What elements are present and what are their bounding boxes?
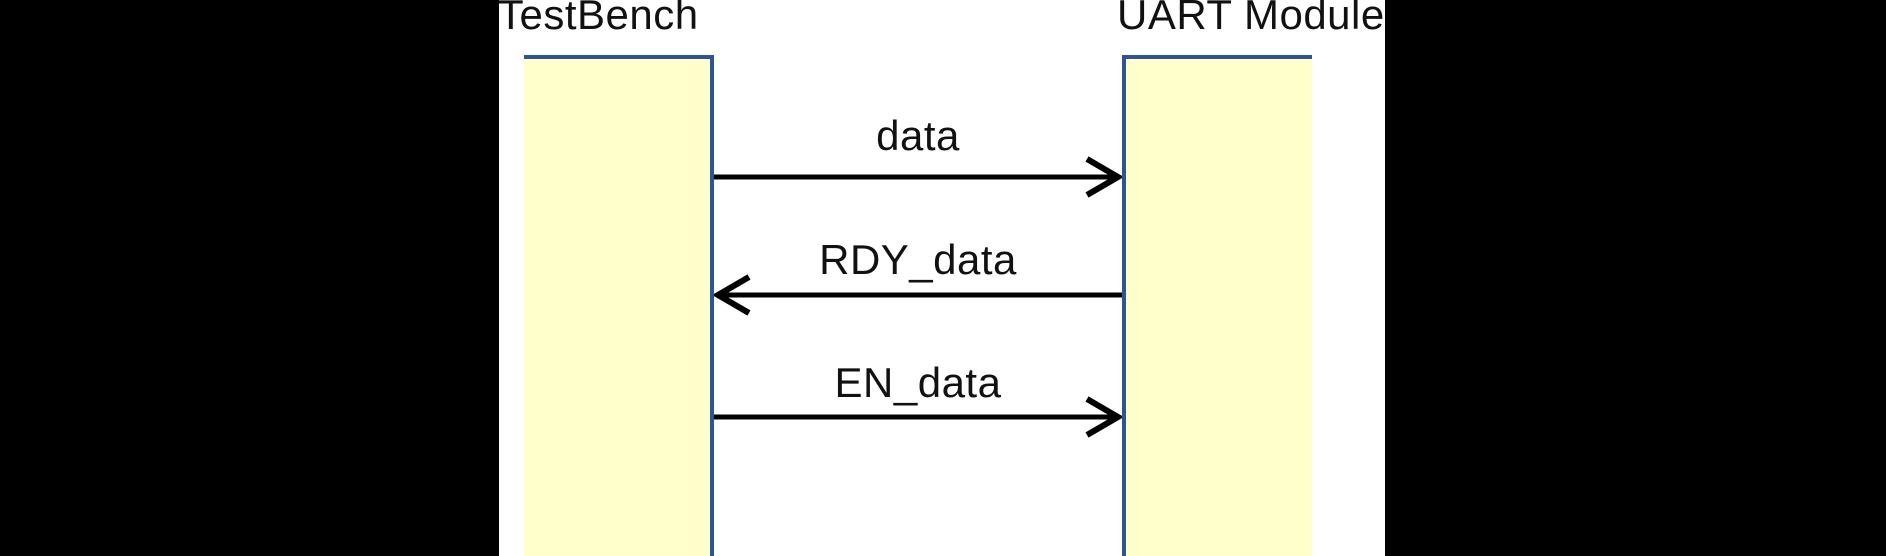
letterbox-right [1385,0,1886,556]
arrow-rdy-data-left-icon [714,274,1122,316]
message-label-data: data [876,112,960,159]
lifeline-box-uart-module [1122,55,1312,556]
arrow-en-data-right-icon [714,396,1122,438]
message-label-rdy-data: RDY_data [819,236,1017,283]
participant-title-uart-module: UART Module [1117,0,1385,38]
participant-title-testbench: TestBench [498,0,699,38]
message-label-en-data: EN_data [834,359,1002,406]
lifeline-box-testbench [524,55,714,556]
letterbox-left [0,0,499,556]
arrow-data-right-icon [714,156,1122,198]
